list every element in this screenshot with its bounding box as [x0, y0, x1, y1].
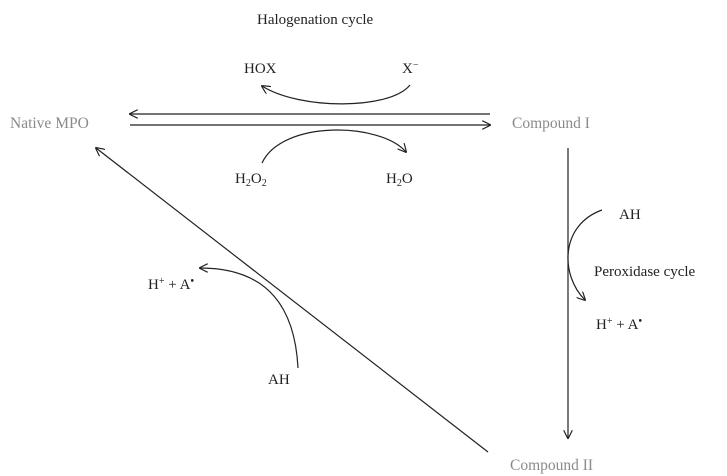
plus-a-right: + A	[612, 317, 639, 333]
halide-symbol: X	[402, 61, 413, 77]
h2o-o: O	[401, 171, 413, 187]
ah-left-label: AH	[268, 372, 290, 388]
arrow-compound-ii-to-native-mpo	[96, 148, 489, 453]
proton-h-right: H	[596, 317, 607, 333]
plus-a-left: + A	[164, 277, 191, 293]
halogenation-cycle-label: Halogenation cycle	[257, 12, 374, 28]
curve-ah-to-radical-left	[200, 268, 299, 369]
hox-label: HOX	[244, 61, 277, 77]
proton-h-left: H	[148, 277, 159, 293]
peroxidase-cycle-label: Peroxidase cycle	[594, 264, 696, 280]
native-mpo-node: Native MPO	[10, 115, 89, 132]
compound-i-node: Compound I	[512, 115, 590, 132]
halide-charge: −	[412, 60, 419, 71]
curve-halide-to-hox	[262, 84, 411, 105]
h2o2-o: O	[250, 171, 262, 187]
radical-right-label: H+ + A•	[596, 316, 642, 333]
proton-charge-right: +	[606, 316, 613, 327]
compound-ii-node: Compound II	[510, 457, 594, 474]
radical-dot-right: •	[638, 316, 642, 327]
ah-right-label: AH	[619, 207, 641, 223]
radical-left-label: H+ + A•	[148, 276, 194, 293]
curve-h2o2-to-h2o	[261, 129, 406, 164]
h2o2-sub1: 2	[245, 178, 251, 189]
proton-charge-left: +	[158, 276, 165, 287]
h2o2-h: H	[235, 171, 246, 187]
curve-ah-to-radical-right	[567, 209, 603, 300]
h2o-label: H2O	[386, 171, 413, 189]
h2o2-sub2: 2	[261, 178, 267, 189]
radical-dot-left: •	[190, 276, 194, 287]
halide-label: X−	[402, 60, 419, 77]
h2o-h: H	[386, 171, 397, 187]
h2o2-label: H2O2	[235, 171, 267, 189]
h2o-sub: 2	[396, 178, 402, 189]
